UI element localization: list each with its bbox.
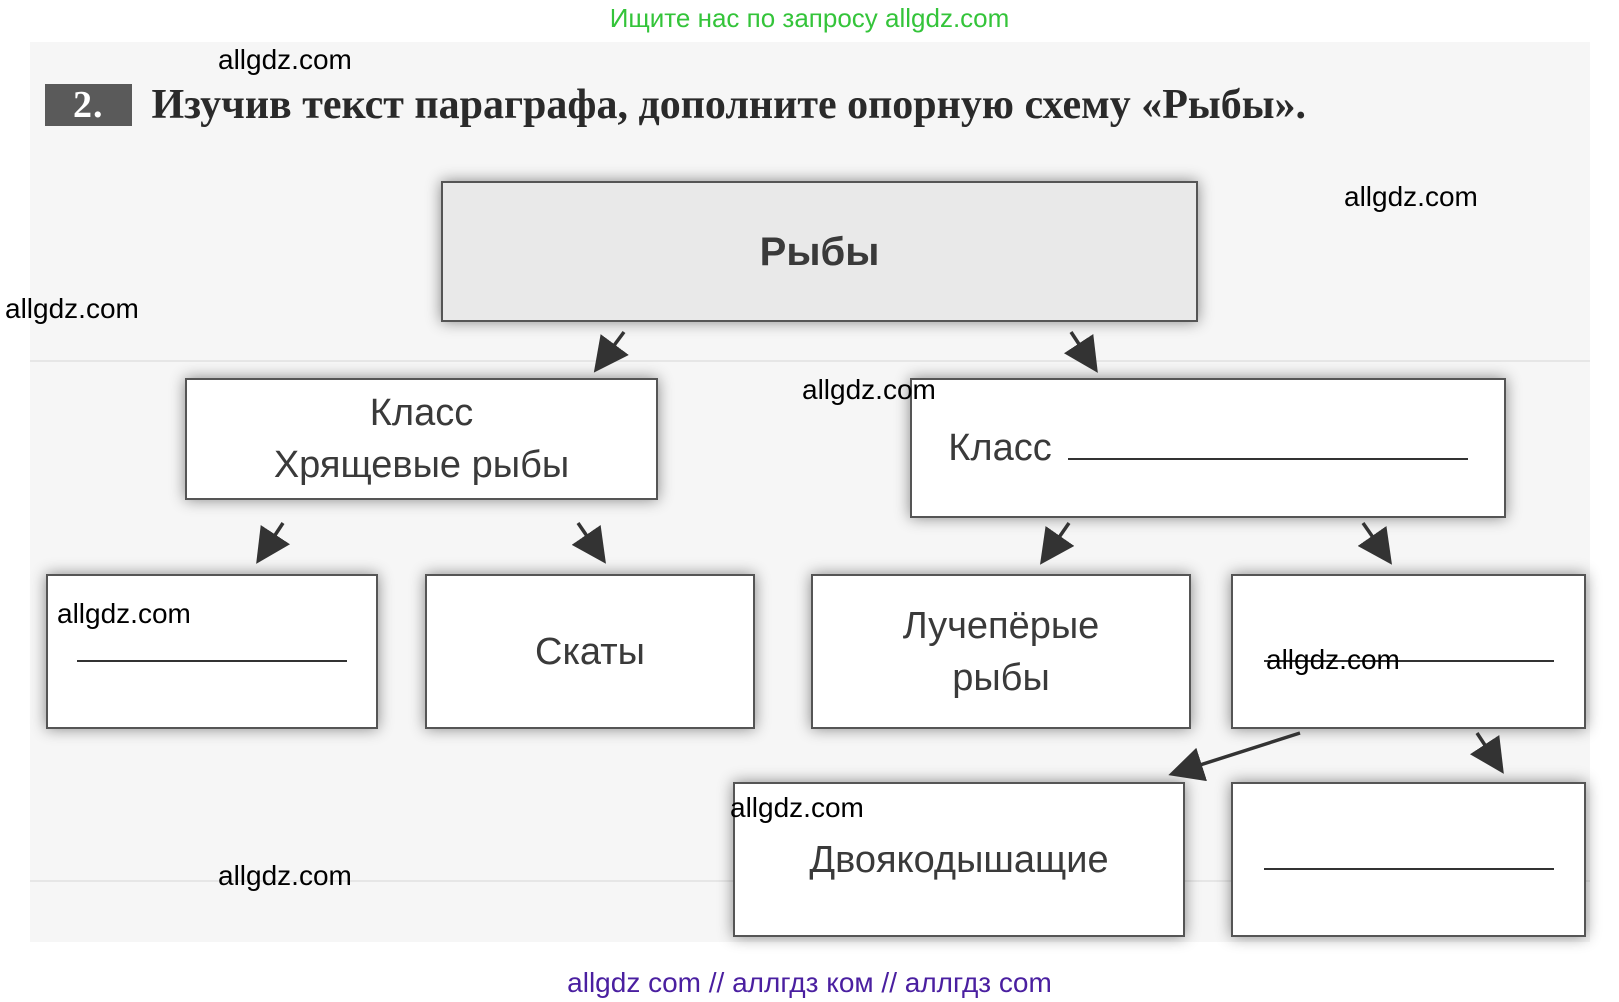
leaf-box-blank-2 [1231, 574, 1586, 729]
task-header: 2. Изучив текст параграфа, дополните опо… [45, 75, 1306, 135]
root-label: Рыбы [759, 229, 880, 274]
leaf-blank-line[interactable] [1263, 659, 1554, 662]
arrow-right-class-to-blank [1357, 522, 1392, 565]
leaf-box-blank-3 [1231, 782, 1586, 937]
class-right-blank-line[interactable] [1067, 457, 1468, 460]
watermark-text: allgdz.com [1344, 181, 1478, 212]
watermark-text: allgdz.com [57, 598, 191, 629]
leaf-box-dvoyakodyshashchie: Двоякодышащие [733, 782, 1185, 937]
class-box-cartilaginous: Класс Хрящевые рыбы [185, 378, 658, 500]
leaf-blank-line[interactable] [77, 659, 347, 662]
arrow-root-to-left-class [593, 330, 629, 373]
watermark-text: allgdz.com [218, 860, 352, 891]
leaf-box-lucheperye: Лучепёрые рыбы [811, 574, 1191, 729]
top-banner[interactable]: Ищите нас по запросу allgdz.com [609, 3, 1010, 33]
watermark-text: allgdz.com [218, 44, 352, 75]
arrow-left-class-to-blank [256, 522, 291, 564]
task-number: 2. [45, 84, 132, 126]
leaf-lucheperye-line1: Лучепёрые [902, 604, 1100, 647]
arrow-blank-to-blank [1469, 732, 1504, 774]
faded-divider [30, 360, 1590, 362]
arrow-left-class-to-skaty [571, 522, 606, 564]
leaf-box-skaty: Скаты [425, 574, 755, 729]
class-left-line2: Хрящевые рыбы [273, 444, 570, 486]
leaf-blank-line[interactable] [1263, 867, 1554, 870]
leaf-lucheperye-line2: рыбы [952, 656, 1050, 699]
class-box-blank: Класс [910, 378, 1506, 518]
footer-watermark: allgdz com // аллгдз ком // аллгдз com [567, 967, 1052, 998]
leaf-dvoyakodyshashchie-label: Двоякодышащие [809, 838, 1109, 881]
root-box-fish: Рыбы [441, 181, 1198, 322]
watermark-text: allgdz.com [730, 792, 864, 823]
leaf-box-blank-1 [46, 574, 378, 729]
watermark-text: allgdz.com [5, 293, 139, 324]
class-right-label: Класс [948, 427, 1052, 469]
class-right-row: Класс [948, 422, 1468, 474]
arrow-root-to-right-class [1063, 331, 1098, 373]
watermark-text: allgdz.com [802, 374, 936, 405]
arrow-right-class-to-lucheperye [1040, 522, 1075, 565]
arrow-blank-to-dvoyakodyshashchie [1168, 731, 1301, 782]
leaf-skaty-label: Скаты [535, 630, 645, 673]
class-left-line1: Класс [369, 392, 474, 434]
task-text: Изучив текст параграфа, дополните опорну… [151, 82, 1307, 128]
watermark-text: allgdz.com [1266, 644, 1400, 675]
